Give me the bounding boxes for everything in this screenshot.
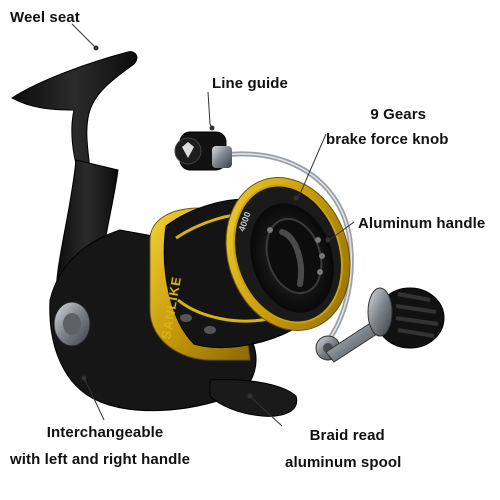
- label-weel-seat: Weel seat: [10, 9, 80, 26]
- label-aluminum-handle: Aluminum handle: [358, 215, 486, 232]
- label-line-guide: Line guide: [212, 75, 288, 92]
- label-braid-line2: aluminum spool: [285, 454, 402, 471]
- label-interchangeable-line2: with left and right handle: [10, 451, 191, 468]
- reel-lower-guard: [209, 379, 298, 417]
- label-braid-line1: Braid read: [309, 427, 385, 444]
- drag-knob: [265, 217, 323, 295]
- label-braid-spool: Braid read aluminum spool: [285, 426, 401, 473]
- label-gears-knob: 9 Gears brake force knob: [326, 105, 448, 150]
- reel-foot: [11, 51, 138, 173]
- label-interchangeable: Interchangeable with left and right hand…: [10, 423, 190, 470]
- label-gears-line2: brake force knob: [326, 131, 449, 148]
- leader-lines: [71, 23, 355, 427]
- label-gears-line1: 9 Gears: [370, 106, 427, 123]
- label-interchangeable-line1: Interchangeable: [46, 424, 164, 441]
